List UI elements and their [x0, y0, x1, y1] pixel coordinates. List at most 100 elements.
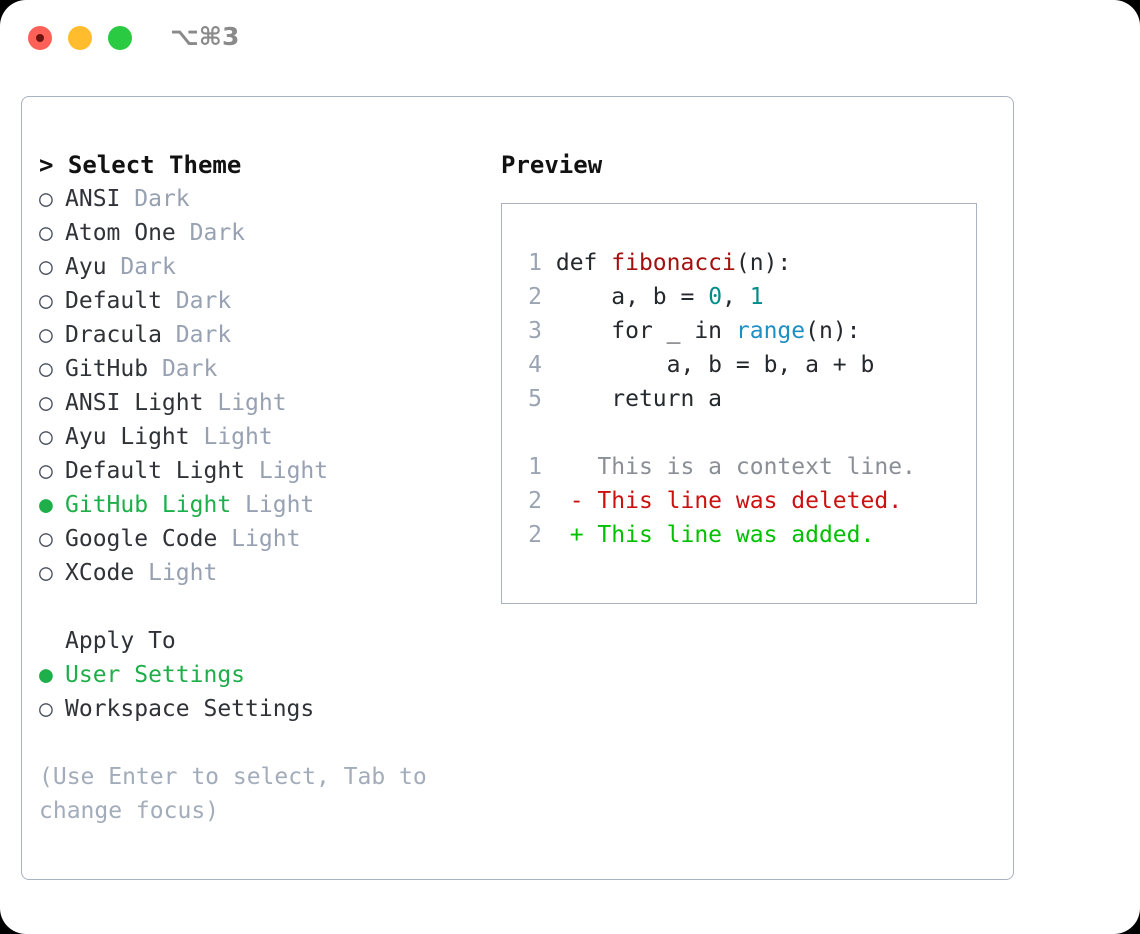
diff-text: This is a context line. — [597, 454, 916, 480]
diff-block: 1 This is a context line.2 - This line w… — [520, 450, 970, 552]
gutter-gap — [542, 250, 556, 276]
gutter-gap — [542, 386, 556, 412]
diff-marker: + — [569, 522, 598, 548]
code-token: (n): — [805, 318, 861, 344]
radio-unselected-icon: ○ — [39, 526, 53, 552]
theme-variant-label: Dark — [175, 288, 232, 314]
diff-text: This line was added. — [597, 522, 875, 548]
theme-name: XCode — [65, 560, 135, 586]
code-token: def — [555, 250, 612, 276]
zoom-button-icon[interactable] — [108, 26, 132, 50]
spacer — [134, 560, 148, 586]
apply-to-list[interactable]: ● User Settings ○ Workspace Settings — [39, 658, 479, 726]
theme-picker-header: > Select Theme — [39, 151, 242, 179]
spacer — [107, 254, 121, 280]
title-bar: ⌥⌘3 — [0, 0, 1140, 78]
gutter-gap — [542, 352, 556, 378]
line-number: 1 — [528, 454, 542, 480]
apply-to-item[interactable]: ○ Workspace Settings — [39, 692, 479, 726]
theme-picker-column: > Select Theme ○ANSI Dark○Atom One Dark○… — [39, 148, 479, 828]
theme-list-item[interactable]: ○ Ayu Dark — [39, 250, 479, 284]
code-token: (n): — [735, 250, 792, 276]
spacer — [162, 288, 176, 314]
theme-list[interactable]: ○ ANSI Dark ○ Atom One Dark ○ Ayu Dark ○ Defaul… — [39, 182, 479, 590]
code-token: return a — [555, 386, 723, 412]
theme-list-item[interactable]: ○ Default Dark — [39, 284, 479, 318]
spacer — [120, 186, 134, 212]
code-line: 4 a, b = b, a + b — [520, 348, 970, 382]
theme-name: Google Code — [65, 526, 218, 552]
code-token: 1 — [749, 284, 764, 310]
theme-name: ANSI — [65, 186, 121, 212]
apply-to-label: Workspace Settings — [65, 696, 315, 722]
preview-column: Preview 1 def fibonacci(n):2 a, b = 0, 1… — [501, 148, 991, 604]
theme-list-item[interactable]: ○ANSI Dark — [39, 182, 479, 216]
theme-list-item[interactable]: ○ANSI Light Light — [39, 386, 479, 420]
diff-text: This line was deleted. — [597, 488, 903, 514]
theme-list-item[interactable]: ○ Dracula Dark — [39, 318, 479, 352]
radio-unselected-icon: ○ — [39, 696, 53, 722]
gutter-gap — [542, 318, 556, 344]
code-token: fibonacci — [611, 250, 736, 276]
theme-variant-label: Light — [203, 424, 273, 450]
theme-variant-label: Light — [258, 458, 329, 484]
theme-name: Ayu Light — [65, 424, 190, 450]
code-token: a, b = — [555, 284, 709, 310]
radio-unselected-icon: ○ — [39, 288, 53, 314]
apply-to-label: User Settings — [65, 662, 246, 688]
theme-name: Default — [65, 288, 162, 314]
radio-unselected-icon: ○ — [39, 390, 53, 416]
close-button-icon[interactable] — [28, 26, 52, 50]
theme-list-item[interactable]: ○ Ayu Light Light — [39, 420, 479, 454]
gutter-gap — [542, 454, 570, 480]
radio-unselected-icon: ○ — [39, 424, 53, 450]
line-number: 3 — [528, 318, 542, 344]
radio-selected-icon: ● — [39, 662, 53, 688]
theme-variant-label: Dark — [175, 322, 232, 348]
line-number: 1 — [528, 250, 542, 276]
radio-unselected-icon: ○ — [39, 322, 53, 348]
spacer — [217, 526, 231, 552]
minimize-button-icon[interactable] — [68, 26, 92, 50]
theme-list-item[interactable]: ○ Default Light Light — [39, 454, 479, 488]
code-token: a, b = b, a + b — [555, 352, 875, 378]
diff-line: 1 This is a context line. — [520, 450, 970, 484]
code-token: 0 — [708, 284, 723, 310]
theme-name: Dracula — [65, 322, 162, 348]
theme-variant-label: Light — [148, 560, 218, 586]
line-number: 4 — [528, 352, 542, 378]
radio-unselected-icon: ○ — [39, 254, 53, 280]
radio-unselected-icon: ○ — [39, 560, 53, 586]
gutter-gap — [542, 522, 570, 548]
keyboard-hint: (Use Enter to select, Tab to change focu… — [39, 764, 427, 824]
diff-marker: - — [569, 488, 598, 514]
spacer — [148, 356, 162, 382]
theme-variant-label: Dark — [189, 220, 246, 246]
theme-name: GitHub — [65, 356, 149, 382]
theme-variant-label: Dark — [120, 254, 176, 280]
diff-line: 2 - This line was deleted. — [520, 484, 970, 518]
apply-to-item[interactable]: ● User Settings — [39, 658, 479, 692]
gutter-gap — [542, 284, 556, 310]
theme-name: Ayu — [65, 254, 107, 280]
theme-list-item[interactable]: ○ Google Code Light — [39, 522, 479, 556]
spacer — [245, 458, 259, 484]
code-diff-spacer — [520, 416, 970, 450]
theme-name: Default Light — [65, 458, 246, 484]
radio-unselected-icon: ○ — [39, 220, 53, 246]
keyboard-shortcut-label: ⌥⌘3 — [170, 22, 240, 51]
theme-variant-label: Light — [231, 526, 301, 552]
theme-list-item[interactable]: ○GitHub Dark — [39, 352, 479, 386]
theme-list-item[interactable]: ○ Atom One Dark — [39, 216, 479, 250]
theme-list-item[interactable]: ●GitHub Light Light — [39, 488, 479, 522]
code-token: , — [722, 284, 750, 310]
radio-unselected-icon: ○ — [39, 186, 53, 212]
spacer — [176, 220, 190, 246]
theme-name: Atom One — [65, 220, 176, 246]
spacer — [190, 424, 204, 450]
radio-unselected-icon: ○ — [39, 458, 53, 484]
theme-list-item[interactable]: ○ XCode Light — [39, 556, 479, 590]
